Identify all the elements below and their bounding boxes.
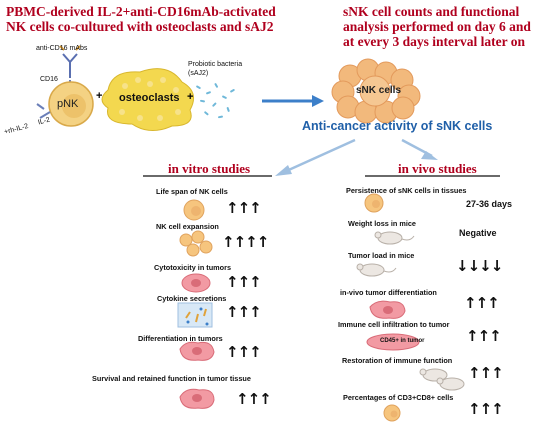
in-vivo-item-label: Immune cell infiltration to tumor [338,320,450,329]
mouse-icon-weight [374,231,415,245]
in-vivo-item-sublabel: CD45+ in tumor [380,338,425,344]
in-vivo-item-label: Restoration of immune function [342,356,453,365]
tumor-cell-icon-survival [179,388,215,409]
title-left-line-2: NK cells co-cultured with osteoclasts an… [6,19,274,34]
tumor-cell-icon-cytotoxicity [181,273,211,293]
mouse-icon-tumor-load [356,263,397,277]
in-vivo-item-arrows: ↑↑↑ [468,400,504,418]
in-vivo-item-label: Persistence of sNK cells in tissues [346,186,467,195]
in-vivo-item-label: in-vivo tumor differentiation [340,288,437,297]
in-vitro-item-label: Differentiation in tumors [138,334,223,343]
antibody-icon [59,45,81,78]
title-right-line-2: analysis performed on day 6 and [343,19,531,34]
in-vivo-item-arrows: ↑↑↑ [468,364,504,382]
il2-receptor-icon [36,103,51,119]
title-right-line-3: at every 3 days interval later on [343,34,525,49]
in-vitro-heading: in vitro studies [168,161,251,176]
branch-arrow-right-icon [401,138,438,160]
pnk-label: pNK [57,98,79,110]
in-vitro-item-label: NK cell expansion [156,222,219,231]
osteoclast-icon [101,68,195,131]
probiotic-label-line-1: Probiotic bacteria [188,61,243,68]
title-right-line-1: sNK cell counts and functional [343,4,520,19]
in-vitro-item-arrows: ↑↑↑ [226,303,262,321]
in-vivo-item-label: Tumor load in mice [348,251,415,260]
cd8-cell-icon [383,404,401,422]
in-vivo-heading: in vivo studies [398,161,477,176]
mouse-icon-immune-restoration [419,368,465,391]
tumor-cell-icon-differentiation [179,341,215,361]
in-vivo-item-label: Weight loss in mice [348,219,416,228]
anti-cd16-label: anti-CD16 mAbs [36,45,88,52]
snk-tissue-cell-icon [364,193,384,213]
in-vitro-item-label: Life span of NK cells [156,187,228,196]
center-title: Anti-cancer activity of sNK cells [302,119,493,133]
in-vivo-item-arrows: ↓↓↓↓ [456,257,503,275]
in-vivo-item-value: 27-36 days [466,199,513,209]
in-vitro-item-arrows: ↑↑↑↑ [222,233,269,251]
nk-expansion-icon [179,230,213,257]
in-vivo-item-arrows: ↑↑↑ [466,327,502,345]
title-left: PBMC-derived IL-2+anti-CD16mAb-activated… [6,4,276,34]
title-right: sNK cell counts and functional analysis … [343,4,531,49]
plus-sign-1: + [96,90,103,102]
in-vitro-item-arrows: ↑↑↑ [226,273,262,291]
in-vivo-item-label: Percentages of CD3+CD8+ cells [343,393,454,402]
title-left-line-1: PBMC-derived IL-2+anti-CD16mAb-activated [6,4,276,19]
in-vivo-item-value: Negative [459,228,497,238]
cd16-label: CD16 [40,76,58,83]
plus-sign-2: + [187,91,194,103]
process-arrow-icon [262,95,324,107]
probiotic-label: Probiotic bacteria (sAJ2) [188,60,242,78]
tumor-infiltration-icon [366,333,420,351]
probiotic-label-line-2: (sAJ2) [188,70,209,77]
tumor-cell-icon-invivo [369,300,406,319]
in-vivo-item-arrows: ↑↑↑ [464,294,500,312]
in-vitro-item-label: Cytotoxicity in tumors [154,263,232,272]
cytokine-well-icon [177,302,213,328]
osteoclasts-label: osteoclasts [119,92,180,104]
in-vitro-item-label: Survival and retained function in tumor … [92,374,251,383]
snk-label: sNK cells [356,85,402,96]
nk-cell-icon [183,199,205,221]
probiotic-bacteria-icon [196,83,235,119]
snk-cell-cluster-icon [331,58,421,124]
in-vitro-item-arrows: ↑↑↑ [226,343,262,361]
in-vitro-item-arrows: ↑↑↑ [226,199,262,217]
in-vitro-item-arrows: ↑↑↑ [236,390,272,408]
branch-arrow-left-icon [275,138,356,176]
in-vitro-item-label: Cytokine secretions [157,294,227,303]
pnk-cell-icon [48,81,94,127]
